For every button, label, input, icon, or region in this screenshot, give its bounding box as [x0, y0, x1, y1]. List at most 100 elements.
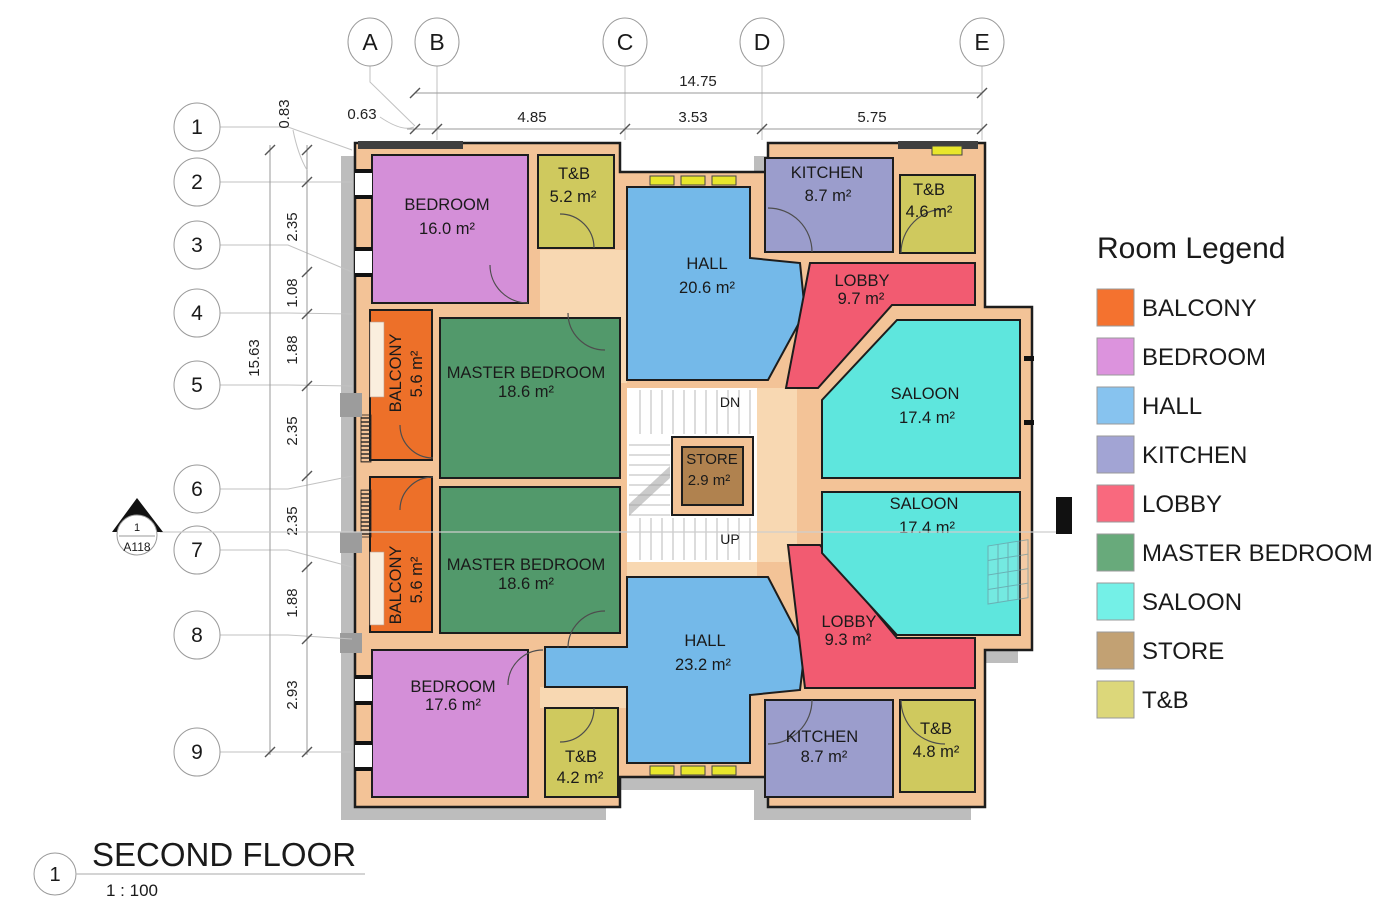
dim-segment: 1.88: [284, 335, 301, 364]
room-area: 4.2 m²: [557, 769, 604, 787]
view-scale: 1 : 100: [106, 881, 158, 900]
legend-label: HALL: [1142, 393, 1202, 420]
grid-number: 7: [191, 539, 203, 562]
glass-lattice: [987, 539, 1029, 605]
legend-swatch: [1096, 631, 1135, 670]
room-label: LOBBY: [821, 613, 876, 631]
room-area: 8.7 m²: [805, 187, 852, 205]
view-number: 1: [49, 864, 60, 886]
room-label: BEDROOM: [410, 678, 495, 696]
dim-segment: 2.35: [284, 416, 301, 445]
room-area: 20.6 m²: [679, 279, 735, 297]
dim-segment: 2.35: [284, 506, 301, 535]
legend-label: BALCONY: [1142, 295, 1257, 322]
room-area: 16.0 m²: [419, 220, 475, 238]
dimensions-top: 14.75 0.63 4.85 3.53 5.75: [347, 73, 988, 135]
legend-label: MASTER BEDROOM: [1142, 540, 1373, 567]
legend-swatch: [1096, 533, 1135, 572]
room-area: 4.8 m²: [913, 743, 960, 761]
grid-bubble-2: [173, 157, 221, 207]
door-arc: [567, 312, 606, 351]
room-saloon-2: [821, 491, 1021, 636]
grid-number: 6: [191, 478, 203, 501]
grid-letter: E: [974, 29, 989, 55]
stair-down-label: DN: [720, 394, 740, 410]
stair-break-band: [629, 466, 670, 516]
dim-segment: 5.75: [857, 109, 886, 126]
grid-bubble-8: [173, 610, 221, 660]
grid-number: 8: [191, 624, 203, 647]
legend-label: KITCHEN: [1142, 442, 1247, 469]
door-arc: [900, 208, 946, 254]
legend-swatch: [1096, 337, 1135, 376]
dim-segment: 3.53: [678, 109, 707, 126]
room-saloon-1: [821, 319, 1021, 479]
legend-label: STORE: [1142, 638, 1224, 665]
grid-bubble-4: [173, 288, 221, 338]
room-area: 9.3 m²: [825, 631, 872, 649]
door-arc: [900, 699, 946, 745]
room-area: 5.6 m²: [408, 556, 426, 603]
grid-bubble-3: [173, 220, 221, 270]
grid-letter: B: [429, 29, 444, 55]
room-lobby-1: [784, 262, 976, 389]
room-area: 17.4 m²: [899, 519, 955, 537]
wall-cap: [358, 141, 463, 149]
grid-bubble-6: [173, 464, 221, 514]
stair-treads-upper: [639, 390, 751, 434]
title-block: 1 SECOND FLOOR 1 : 100: [33, 836, 365, 900]
legend-title: Room Legend: [1097, 232, 1285, 265]
dim-segment: 4.85: [517, 109, 546, 126]
room-store: [681, 446, 744, 506]
section-cut-bar: [1056, 497, 1072, 534]
dim-segment: 0.83: [276, 99, 293, 128]
room-label: BEDROOM: [404, 196, 489, 214]
room-legend: Room Legend BALCONY BEDROOM HALL KITCHEN…: [1096, 232, 1373, 719]
dim-segment: 1.88: [284, 588, 301, 617]
wall-cap: [898, 141, 978, 149]
door-arc: [567, 610, 606, 649]
legend-swatch: [1096, 484, 1135, 523]
room-label: KITCHEN: [791, 164, 863, 182]
room-area: 5.6 m²: [408, 350, 426, 397]
grid-bubble-9: [173, 727, 221, 777]
door-arc: [767, 699, 813, 745]
room-area: 17.4 m²: [899, 409, 955, 427]
room-label: BALCONY: [387, 546, 405, 625]
stair-up-label: UP: [720, 531, 739, 547]
grid-bubble-B: [414, 17, 460, 67]
grid-bubble-E: [959, 17, 1005, 67]
legend-swatch: [1096, 386, 1135, 425]
dim-segment: 0.63: [347, 106, 376, 123]
section-sheet: A118: [123, 540, 150, 554]
room-label: SALOON: [890, 495, 959, 513]
room-label: MASTER BEDROOM: [447, 556, 606, 574]
grid-bubble-C: [602, 17, 648, 67]
room-area: 18.6 m²: [498, 575, 554, 593]
grid-number: 9: [191, 741, 203, 764]
room-hall-1: [626, 186, 807, 381]
room-tb-2: [899, 174, 976, 254]
room-area: 17.6 m²: [425, 696, 481, 714]
room-tb-4: [899, 699, 976, 793]
room-area: 8.7 m²: [801, 748, 848, 766]
room-label: HALL: [684, 632, 725, 650]
grid-number: 2: [191, 171, 203, 194]
room-area: 4.6 m²: [906, 203, 953, 221]
grid-rows: 1 2 3 4 5 6 7 8 9: [173, 102, 353, 777]
room-master-bedroom-2: [439, 486, 621, 634]
grid-letter: C: [617, 29, 634, 55]
room-label: T&B: [558, 165, 590, 183]
room-area: 2.9 m²: [688, 472, 731, 489]
grid-letter: D: [754, 29, 771, 55]
door-arc: [489, 264, 529, 304]
room-label: HALL: [686, 255, 727, 273]
section-bubble: [116, 514, 158, 556]
legend-label: SALOON: [1142, 589, 1242, 616]
room-label: T&B: [913, 181, 945, 199]
grid-number: 5: [191, 374, 203, 397]
door-arc: [399, 424, 434, 459]
dimensions-left: 15.63 0.83 2.35 1.08 1.88 2.35 2.35 1.88…: [246, 99, 313, 758]
door-arc: [767, 207, 813, 253]
